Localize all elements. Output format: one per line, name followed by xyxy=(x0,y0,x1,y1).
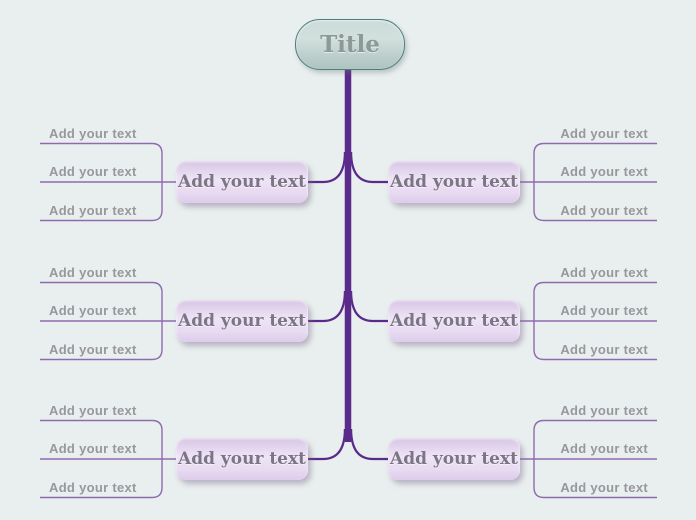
leaf-label-left-1-1[interactable]: Add your text xyxy=(49,125,137,141)
right-branch-connector xyxy=(350,290,388,323)
branch-node-left-2[interactable]: Add your text xyxy=(176,300,308,342)
branch-node-right-2[interactable]: Add your text xyxy=(388,300,520,342)
leaf-label-left-2-1[interactable]: Add your text xyxy=(49,264,137,280)
leaf-label-left-3-2[interactable]: Add your text xyxy=(49,441,137,456)
branch-node-right-1[interactable]: Add your text xyxy=(388,161,520,203)
right-branch-connector xyxy=(350,151,388,184)
left-branch-connector xyxy=(308,428,346,461)
branch-node-right-3[interactable]: Add your text xyxy=(388,438,520,480)
leaf-label-right-3-1[interactable]: Add your text xyxy=(560,402,648,418)
branch-node-left-1[interactable]: Add your text xyxy=(176,161,308,203)
leaf-label-right-2-1[interactable]: Add your text xyxy=(560,264,648,280)
leaf-label-right-3-3[interactable]: Add your text xyxy=(560,479,648,495)
leaf-label-right-3-2[interactable]: Add your text xyxy=(560,441,648,456)
leaf-label-left-2-2[interactable]: Add your text xyxy=(49,303,137,318)
leaf-label-left-1-2[interactable]: Add your text xyxy=(49,164,137,179)
leaf-label-right-1-2[interactable]: Add your text xyxy=(560,164,648,179)
leaf-label-left-2-3[interactable]: Add your text xyxy=(49,341,137,357)
left-branch-connector xyxy=(308,290,346,323)
leaf-label-right-1-3[interactable]: Add your text xyxy=(560,202,648,218)
left-branch-connector xyxy=(308,151,346,184)
leaf-label-left-3-1[interactable]: Add your text xyxy=(49,402,137,418)
right-branch-connector xyxy=(350,428,388,461)
leaf-label-right-2-3[interactable]: Add your text xyxy=(560,341,648,357)
branch-node-left-3[interactable]: Add your text xyxy=(176,438,308,480)
leaf-label-left-1-3[interactable]: Add your text xyxy=(49,202,137,218)
leaf-label-left-3-3[interactable]: Add your text xyxy=(49,479,137,495)
leaf-label-right-1-1[interactable]: Add your text xyxy=(560,125,648,141)
title-node[interactable]: Title xyxy=(295,19,405,70)
leaf-label-right-2-2[interactable]: Add your text xyxy=(560,303,648,318)
